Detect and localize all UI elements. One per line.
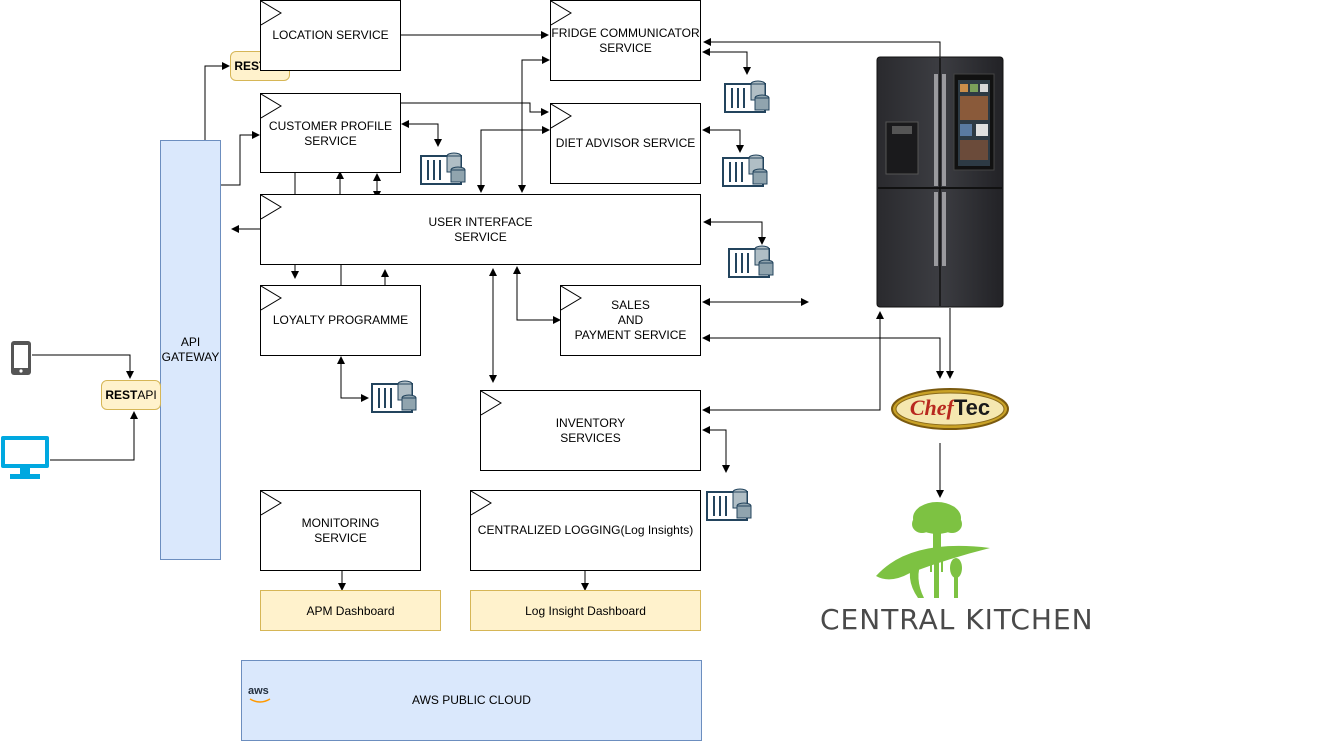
apm-dashboard[interactable]: APM Dashboard (260, 590, 441, 631)
database-icon (722, 154, 768, 187)
process-marker-icon (261, 94, 282, 119)
monitoring-label: MONITORING SERVICE (301, 515, 380, 545)
loyalty-label: LOYALTY PROGRAMME (272, 313, 409, 327)
customer-profile-service[interactable]: CUSTOMER PROFILE SERVICE (260, 93, 401, 173)
user-interface-service[interactable]: USER INTERFACE SERVICE (260, 194, 701, 265)
aws-public-cloud-label: AWS PUBLIC CLOUD (412, 693, 531, 707)
customer-profile-label: CUSTOMER PROFILE SERVICE (268, 119, 393, 148)
sales-payment-service[interactable]: SALES AND PAYMENT SERVICE (560, 285, 701, 356)
fridge-communicator-service[interactable]: FRIDGE COMMUNICATOR SERVICE (550, 0, 701, 81)
monitoring-service[interactable]: MONITORING SERVICE (260, 490, 421, 571)
database-icon (724, 80, 770, 113)
aws-logo-icon: aws (248, 686, 274, 712)
process-marker-icon (561, 286, 582, 311)
rest-api-top-bold: REST (234, 59, 267, 73)
central-kitchen-label: CENTRAL KITCHEN (820, 603, 1094, 636)
database-icon (728, 245, 774, 278)
log-insight-dashboard[interactable]: Log Insight Dashboard (470, 590, 701, 631)
user-interface-label: USER INTERFACE SERVICE (428, 214, 533, 244)
loyalty-programme[interactable]: LOYALTY PROGRAMME (260, 285, 421, 356)
database-icon (371, 380, 417, 413)
rest-api-bottom-bold: REST (105, 388, 138, 402)
desktop-monitor-icon[interactable] (0, 434, 52, 482)
central-kitchen-logo (876, 502, 990, 598)
process-marker-icon (261, 195, 282, 220)
cheftec-logo[interactable]: ChefTec (890, 388, 1010, 430)
inventory-label: INVENTORY SERVICES (555, 415, 626, 445)
process-marker-icon (261, 1, 282, 26)
process-marker-icon (471, 491, 492, 516)
rest-api-bottom-rest: API (137, 388, 157, 402)
rest-api-bottom[interactable]: REST API (101, 380, 161, 410)
cheftec-tec-text: Tec (953, 395, 991, 420)
aws-logo-text: aws (248, 685, 269, 697)
smart-fridge-icon[interactable] (876, 56, 1004, 308)
mobile-phone-icon[interactable] (10, 340, 32, 376)
location-service-label: LOCATION SERVICE (272, 28, 389, 42)
sales-payment-label: SALES AND PAYMENT SERVICE (574, 298, 687, 342)
cheftec-chef-text: Chef (909, 395, 954, 420)
diet-advisor-label: DIET ADVISOR SERVICE (555, 136, 696, 150)
process-marker-icon (481, 391, 502, 416)
diet-advisor-service[interactable]: DIET ADVISOR SERVICE (550, 103, 701, 184)
centralized-logging-label: CENTRALIZED LOGGING(Log Insights) (477, 523, 694, 537)
centralized-logging-service[interactable]: CENTRALIZED LOGGING(Log Insights) (470, 490, 701, 571)
inventory-services[interactable]: INVENTORY SERVICES (480, 390, 701, 471)
process-marker-icon (551, 1, 572, 26)
process-marker-icon (261, 491, 282, 516)
location-service[interactable]: LOCATION SERVICE (260, 0, 401, 71)
database-icon (420, 152, 466, 185)
api-gateway[interactable]: API GATEWAY (160, 140, 221, 560)
aws-public-cloud: AWS PUBLIC CLOUD (241, 660, 702, 741)
fridge-communicator-label: FRIDGE COMMUNICATOR SERVICE (551, 26, 700, 55)
database-icon (706, 488, 752, 521)
process-marker-icon (551, 104, 572, 129)
process-marker-icon (261, 286, 282, 311)
